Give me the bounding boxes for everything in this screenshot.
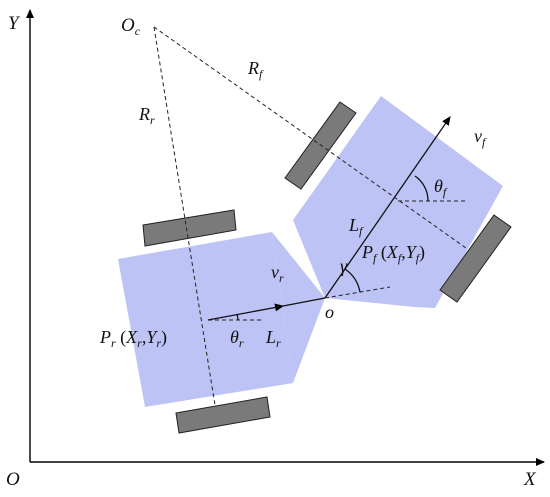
front-position-label: Pf (Xf,Yf) bbox=[361, 242, 425, 265]
origin-label: O bbox=[6, 469, 20, 490]
rear-radius-line bbox=[153, 26, 216, 406]
hitch-reference-line bbox=[324, 286, 391, 299]
front-radius-label: Rf bbox=[247, 58, 264, 81]
rear-velocity-label: vr bbox=[271, 262, 284, 285]
instant-center-label: Oc bbox=[121, 15, 141, 38]
rear-position-label: Pr (Xr,Yr) bbox=[99, 327, 167, 350]
theta-r-arc bbox=[236, 313, 239, 321]
hitch-point-label: o bbox=[325, 302, 334, 322]
front-hitch-triangle bbox=[293, 220, 414, 307]
rear-angle-label: θr bbox=[230, 327, 244, 350]
rear-axis-line bbox=[282, 297, 326, 307]
x-axis-label: X bbox=[523, 469, 537, 490]
rear-right-wheel bbox=[175, 396, 271, 434]
front-right-wheel bbox=[439, 214, 512, 303]
rear-left-wheel bbox=[142, 209, 237, 247]
rear-unit-body bbox=[118, 232, 293, 407]
front-length-label: Lf bbox=[348, 215, 364, 238]
front-velocity-label: vf bbox=[474, 126, 487, 149]
rear-radius-label: Rr bbox=[138, 104, 155, 127]
rear-length-label: Lr bbox=[265, 327, 281, 350]
y-axis-label: Y bbox=[8, 13, 21, 34]
front-velocity-vector bbox=[324, 116, 451, 299]
front-radius-line bbox=[153, 26, 467, 249]
gamma-arc bbox=[344, 268, 361, 293]
theta-f-arc bbox=[414, 175, 429, 202]
articulation-angle-label: γ bbox=[340, 256, 348, 276]
front-angle-label: θf bbox=[434, 176, 448, 199]
rear-velocity-vector bbox=[207, 303, 284, 321]
rear-hitch-triangle bbox=[272, 232, 325, 383]
front-unit-body bbox=[293, 96, 503, 308]
